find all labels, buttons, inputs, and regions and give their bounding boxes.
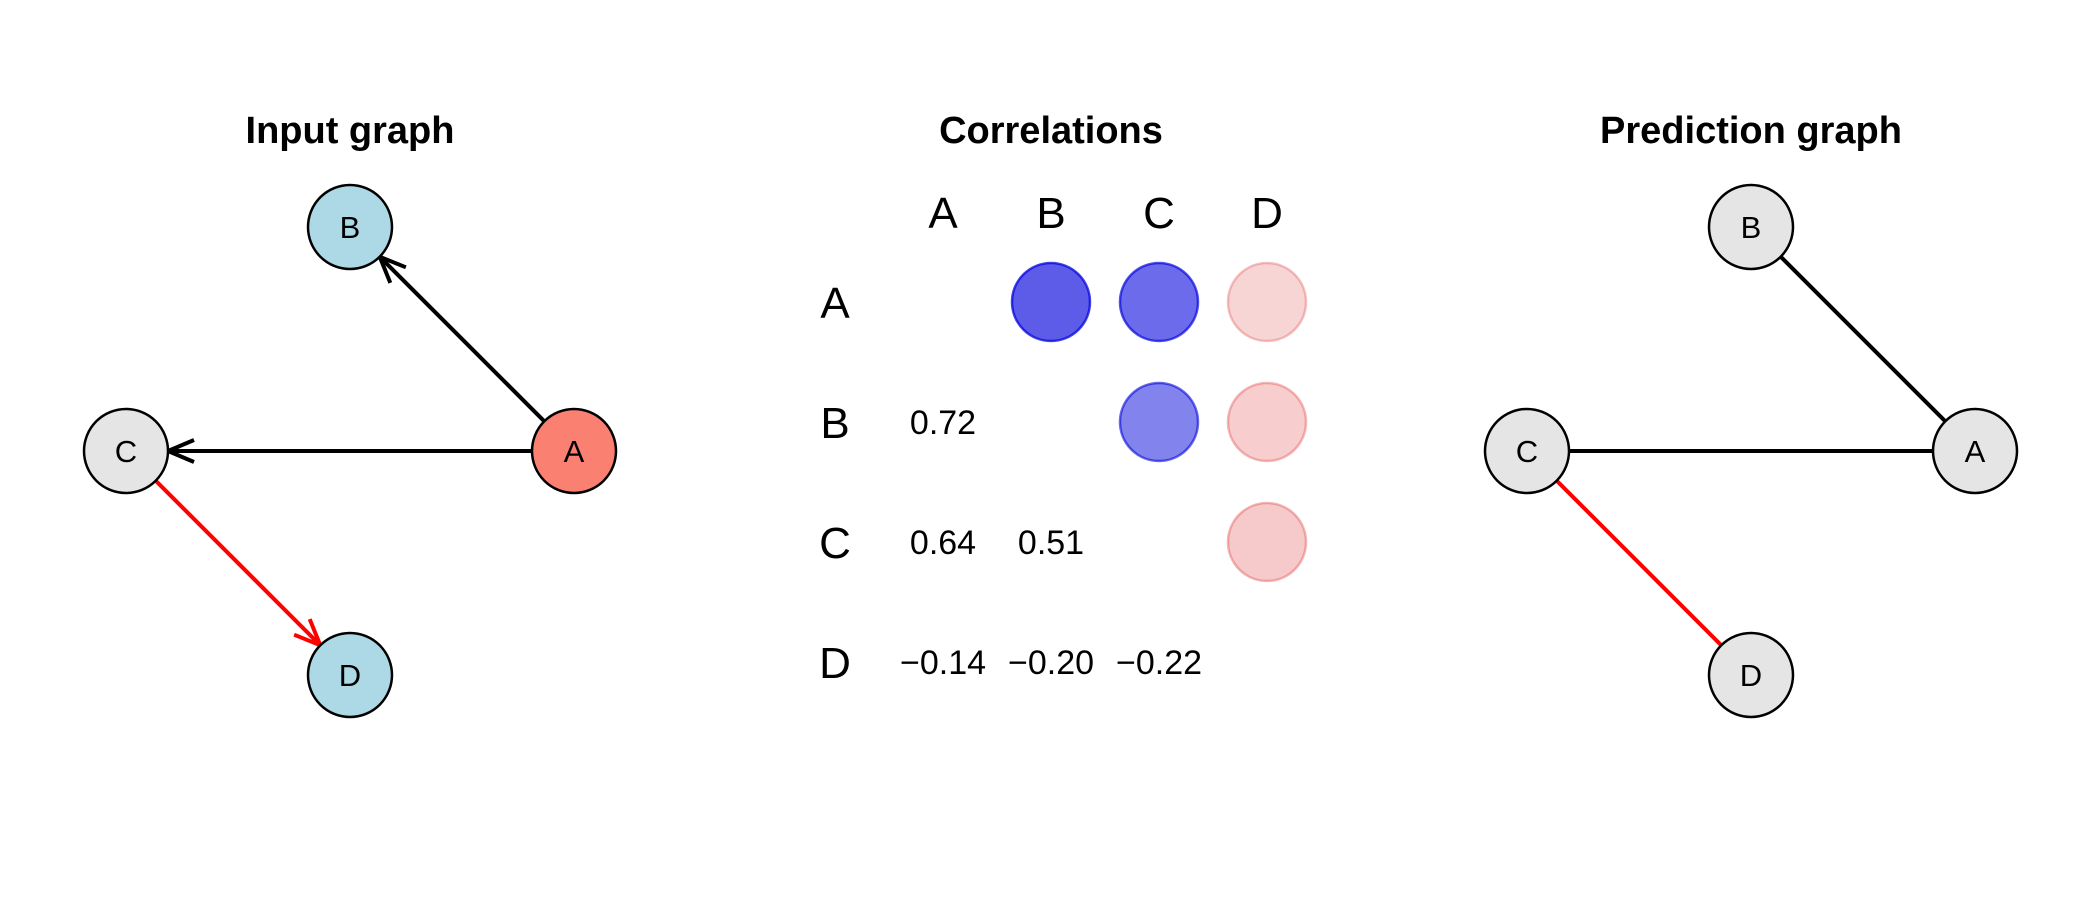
corr-circle-ad	[1226, 261, 1308, 343]
corr-circle-bc	[1118, 381, 1200, 463]
input-edge-c-d	[154, 479, 322, 647]
input-node-d	[306, 631, 394, 719]
prediction-node-label-b: B	[1741, 210, 1762, 245]
input-node-label-b: B	[340, 210, 361, 245]
prediction-edge-c-d	[1555, 479, 1723, 647]
row-header-d: D	[819, 639, 851, 688]
corr-value-ba: 0.72	[910, 404, 976, 442]
col-header-b: B	[1036, 189, 1065, 238]
input-node-c	[82, 407, 170, 495]
prediction-node-b	[1707, 183, 1795, 271]
input-node-label-a: A	[564, 434, 585, 469]
col-header-a: A	[928, 189, 958, 238]
corr-value-dc: −0.22	[1116, 644, 1202, 682]
col-header-d: D	[1251, 189, 1283, 238]
input-node-b	[306, 183, 394, 271]
input-node-label-d: D	[339, 658, 361, 693]
corr-value-cb: 0.51	[1018, 524, 1084, 562]
corr-value-db: −0.20	[1008, 644, 1094, 682]
prediction-node-d	[1707, 631, 1795, 719]
corr-circle-cd	[1226, 501, 1308, 583]
correlation-matrix: A A B B C C D D 0.72 0.64 0.51 −0.14 −0.20 −0.22	[819, 189, 1308, 688]
correlations-title: Correlations	[939, 110, 1163, 152]
prediction-node-label-c: C	[1516, 434, 1538, 469]
prediction-graph: A B C D	[1483, 183, 2019, 719]
prediction-node-label-a: A	[1965, 434, 1986, 469]
row-header-a: A	[820, 279, 850, 328]
corr-circle-bd	[1226, 381, 1308, 463]
corr-value-da: −0.14	[900, 644, 986, 682]
input-node-label-c: C	[115, 434, 137, 469]
input-graph: A B C D	[82, 183, 618, 719]
input-node-a	[530, 407, 618, 495]
prediction-edge-a-b	[1779, 255, 1947, 423]
corr-circle-ac	[1118, 261, 1200, 343]
prediction-node-c	[1483, 407, 1571, 495]
prediction-node-a	[1931, 407, 2019, 495]
corr-circle-ab	[1010, 261, 1092, 343]
input-graph-title: Input graph	[246, 110, 455, 152]
row-header-c: C	[819, 519, 851, 568]
corr-value-ca: 0.64	[910, 524, 976, 562]
prediction-node-label-d: D	[1740, 658, 1762, 693]
prediction-graph-title: Prediction graph	[1600, 110, 1902, 152]
row-header-b: B	[820, 399, 849, 448]
input-edge-a-b	[378, 255, 546, 423]
col-header-c: C	[1143, 189, 1175, 238]
